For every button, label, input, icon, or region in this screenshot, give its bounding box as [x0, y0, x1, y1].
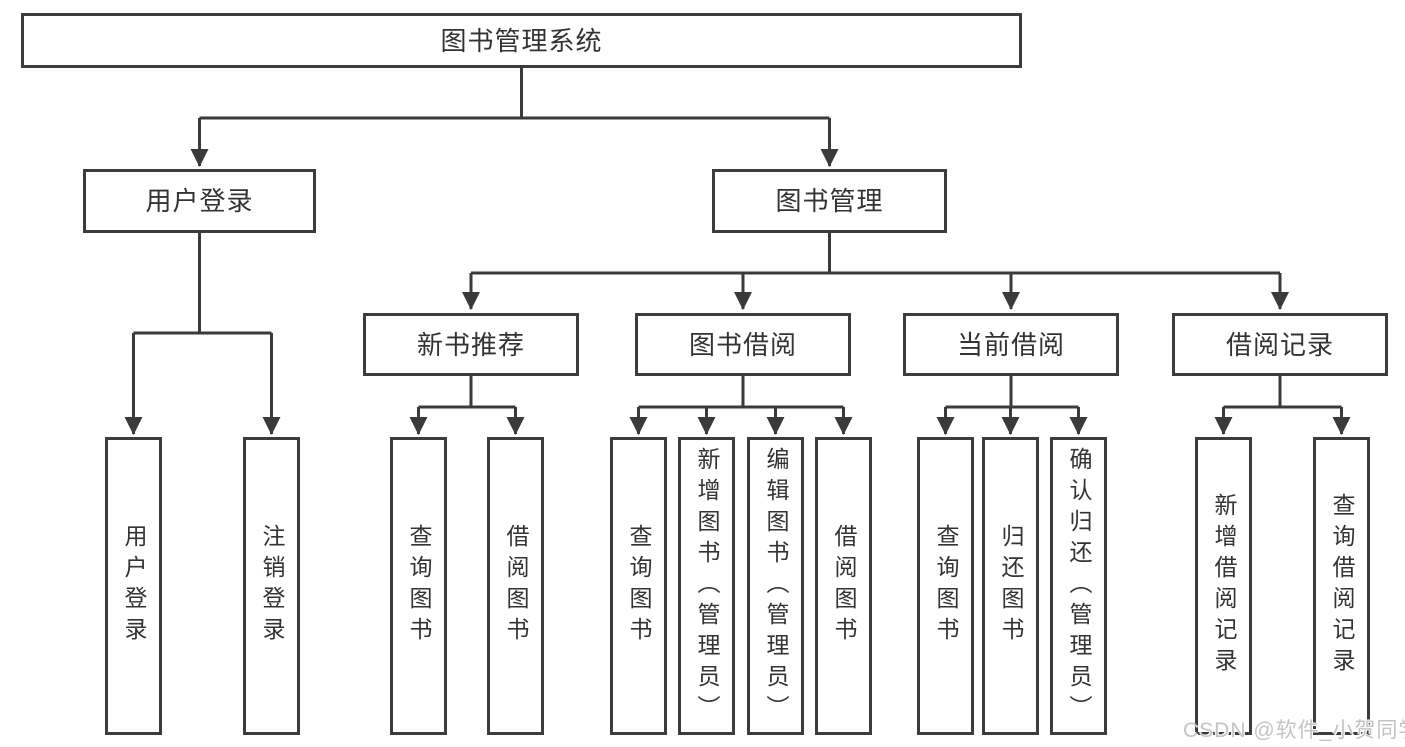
- node-confirm-return-admin: 确认归还（管理员）: [1050, 437, 1107, 735]
- node-user-login: 用户登录: [83, 169, 316, 233]
- node-logout: 注销登录: [243, 437, 300, 735]
- connector-current-borrow-rail: [945, 376, 1079, 409]
- connector-book-borrow-rail: [638, 376, 844, 409]
- node-query-books-current: 查询图书: [917, 437, 974, 735]
- connector-new-book-rail: [418, 376, 516, 409]
- node-borrow-books-recommend: 借阅图书: [487, 437, 544, 735]
- connector-book-management-rail: [471, 233, 1280, 275]
- node-root: 图书管理系统: [21, 13, 1022, 68]
- node-book-borrow: 图书借阅: [635, 313, 851, 376]
- node-book-management: 图书管理: [712, 169, 947, 233]
- node-add-borrow-record: 新增借阅记录: [1195, 437, 1252, 735]
- connector-borrow-records-rail: [1223, 376, 1342, 409]
- node-borrow-records: 借阅记录: [1172, 313, 1388, 376]
- node-query-books-borrow: 查询图书: [610, 437, 667, 735]
- node-query-borrow-record: 查询借阅记录: [1313, 437, 1370, 735]
- connector-user-login-rail: [133, 233, 272, 335]
- node-new-book-recommend: 新书推荐: [363, 313, 579, 376]
- node-return-book: 归还图书: [982, 437, 1039, 735]
- watermark-text: CSDN @软件_小贺同学: [1183, 719, 1405, 742]
- node-add-book-admin: 新增图书（管理员）: [678, 437, 735, 735]
- node-edit-book-admin: 编辑图书（管理员）: [747, 437, 804, 735]
- node-query-books-recommend: 查询图书: [390, 437, 447, 735]
- node-borrow-books: 借阅图书: [815, 437, 872, 735]
- node-current-borrow: 当前借阅: [903, 313, 1119, 376]
- connector-root-rail: [199, 68, 830, 120]
- node-login: 用户登录: [105, 437, 162, 735]
